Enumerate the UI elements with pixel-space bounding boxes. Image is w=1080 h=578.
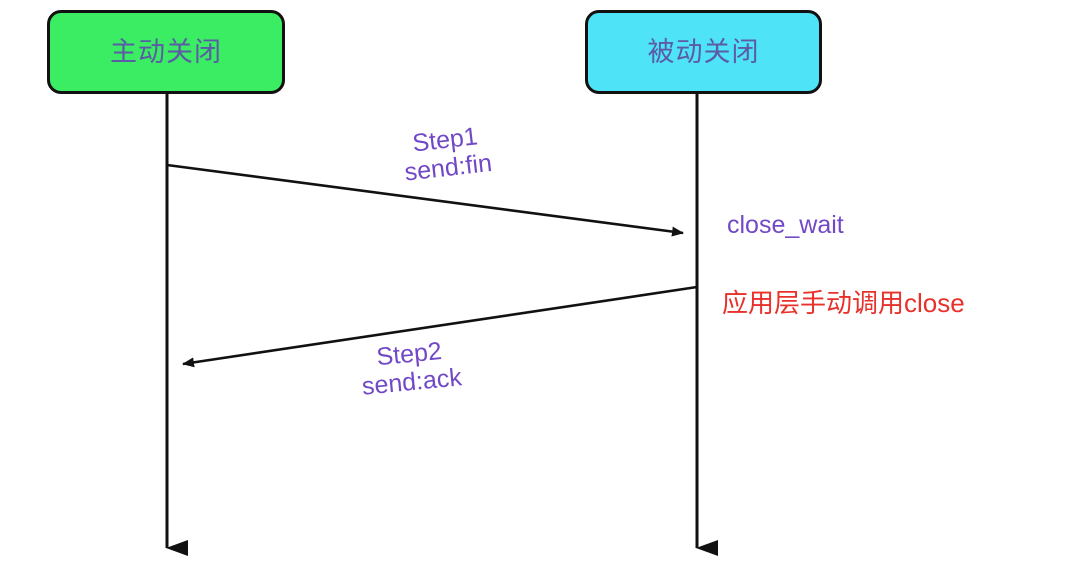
node-active-close[interactable]: 主动关闭 xyxy=(47,10,285,94)
message-arrow-step2 xyxy=(182,285,698,368)
message-label-step1: Step1 send:fin xyxy=(400,121,493,186)
node-passive-close[interactable]: 被动关闭 xyxy=(585,10,822,94)
message-label-step2: Step2 send:ack xyxy=(358,335,463,401)
node-passive-close-label: 被动关闭 xyxy=(647,36,760,67)
annotation-app-layer-close: 应用层手动调用close xyxy=(722,288,965,318)
message-arrow-step1 xyxy=(166,163,684,237)
annotation-close-wait: close_wait xyxy=(727,211,844,239)
node-active-close-label: 主动关闭 xyxy=(110,36,222,67)
